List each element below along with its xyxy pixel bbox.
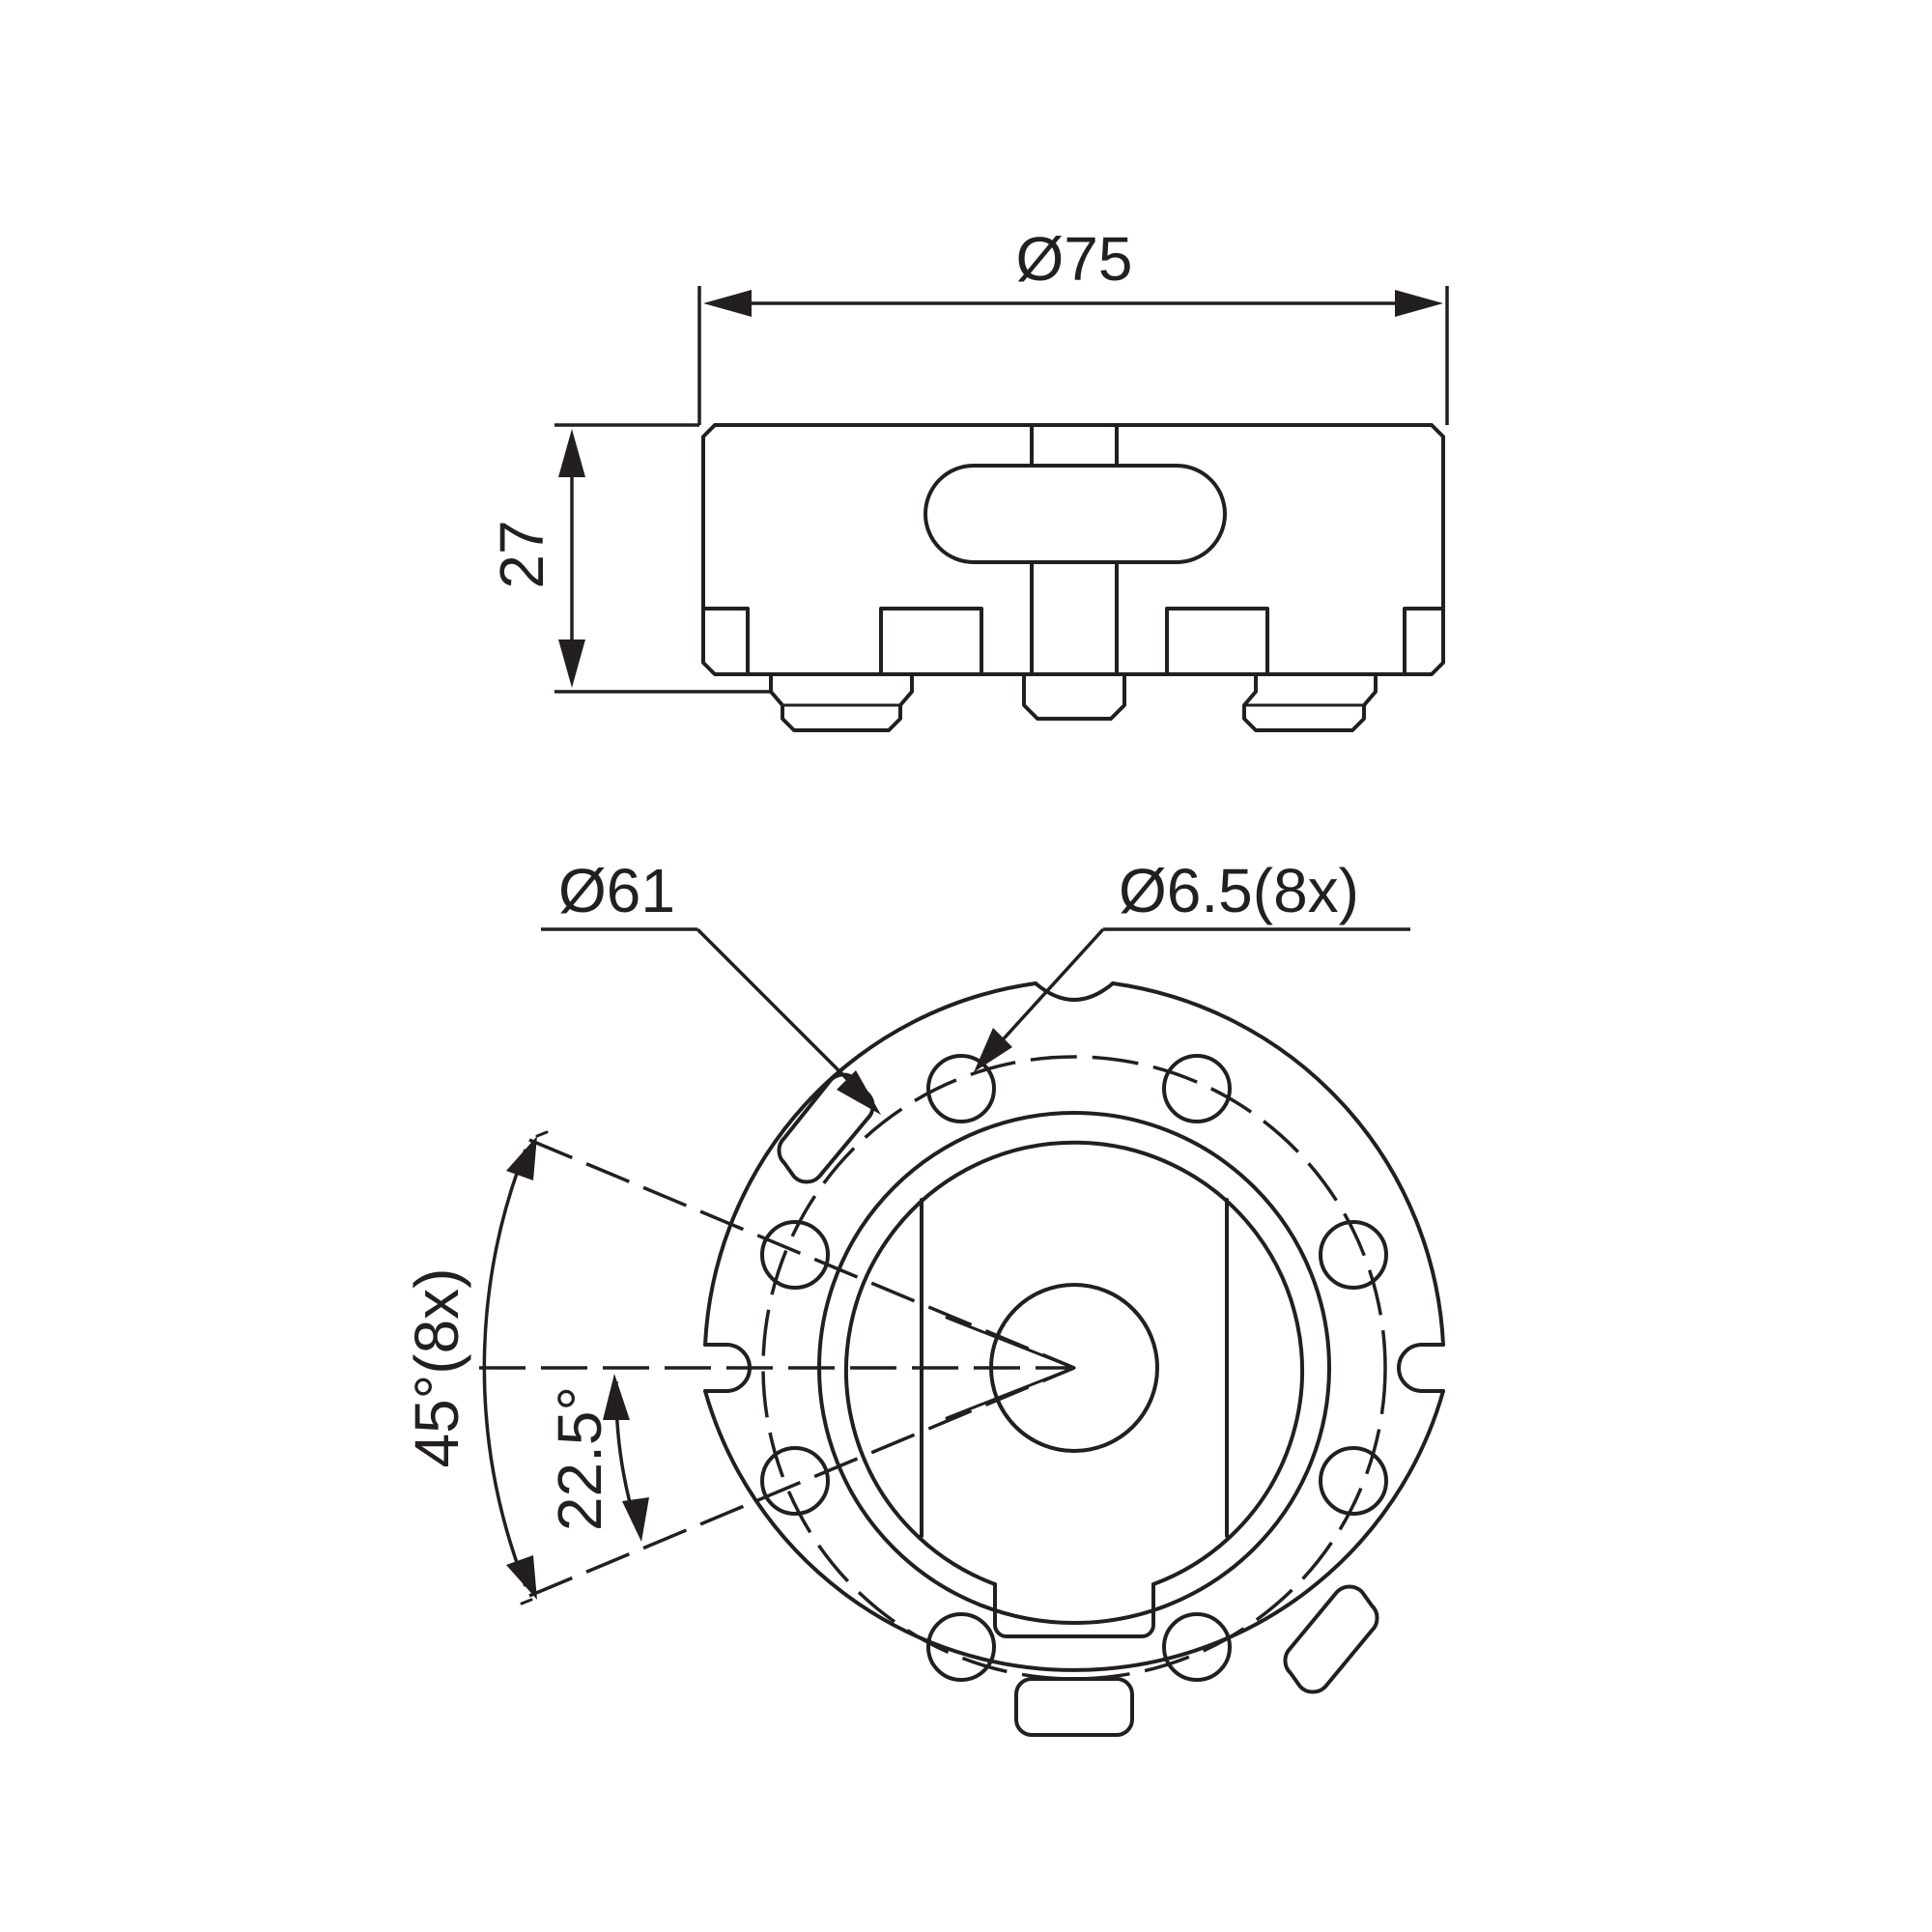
bolt-hole	[760, 1220, 830, 1290]
bolt-hole	[1162, 1054, 1232, 1123]
arrowhead	[506, 1555, 537, 1600]
bolt-hole	[1162, 1612, 1232, 1682]
arrowhead	[703, 290, 752, 317]
side-slot	[923, 464, 1227, 564]
height-27-label: 27	[487, 520, 556, 588]
angle-22-5-label: 22.5°	[545, 1386, 614, 1531]
arrowhead	[506, 1136, 537, 1180]
angle-construction	[479, 1130, 1076, 1605]
pitch-circle-label: Ø61	[558, 856, 675, 925]
upper-left-slot	[777, 1072, 875, 1184]
pitch-circle	[761, 1055, 1387, 1681]
pitch-circle-leader: Ø61	[541, 856, 881, 1115]
side-feet	[769, 672, 1378, 732]
bolt-hole	[760, 1446, 830, 1516]
arrowhead	[558, 429, 585, 477]
arrowhead	[603, 1374, 630, 1420]
diameter-75-label: Ø75	[1016, 224, 1133, 294]
hole-label: Ø6.5(8x)	[1119, 856, 1359, 925]
side-body	[701, 423, 1445, 676]
side-view: Ø75 27	[487, 224, 1449, 732]
arrowhead	[622, 1497, 649, 1542]
inner-ring-inner	[844, 1140, 1304, 1586]
arrowhead	[558, 639, 585, 688]
bolt-hole	[1319, 1446, 1388, 1516]
arrowhead	[974, 1028, 1012, 1072]
angle-45-dimension: 45°(8x)	[402, 1136, 537, 1600]
angle-45-label: 45°(8x)	[402, 1268, 471, 1468]
diameter-75-dimension: Ø75	[697, 224, 1449, 425]
arrowhead	[1395, 290, 1443, 317]
arrowhead	[837, 1070, 881, 1115]
top-view: 45°(8x) 22.5° Ø61 Ø6.5(8x)	[402, 856, 1445, 1737]
angle-22-5-dimension: 22.5°	[545, 1374, 649, 1542]
bolt-hole	[926, 1612, 996, 1682]
bolt-hole	[1319, 1220, 1388, 1290]
height-27-dimension: 27	[487, 423, 773, 694]
outer-flange	[703, 981, 1445, 1672]
bolt-hole	[926, 1054, 996, 1123]
bottom-slot	[1014, 1677, 1134, 1737]
bolt-holes	[760, 1054, 1388, 1682]
hole-leader: Ø6.5(8x)	[974, 856, 1410, 1072]
lower-right-slot	[1283, 1584, 1379, 1694]
